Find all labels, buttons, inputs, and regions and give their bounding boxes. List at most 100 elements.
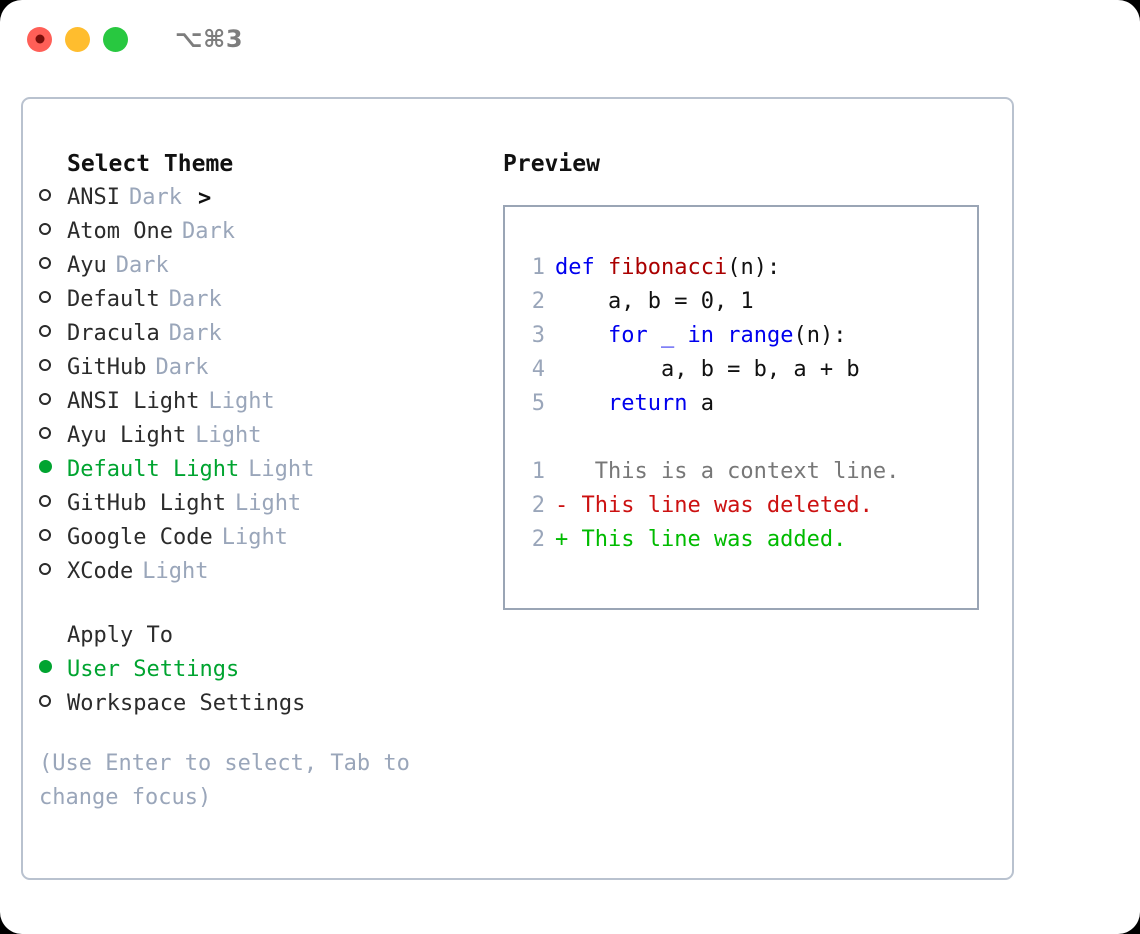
minimize-button[interactable]	[65, 26, 90, 52]
radio-unselected-icon[interactable]	[39, 215, 67, 249]
code-token-kw: def	[555, 255, 608, 280]
diff-line: 2 + This line was added.	[517, 523, 977, 557]
code-diff-separator	[517, 421, 977, 455]
theme-kind-badge: Light	[248, 457, 315, 482]
code-token-plain: a, b = b, a + b	[555, 357, 860, 382]
theme-name: ANSI Light	[67, 389, 200, 414]
radio-unselected-icon[interactable]	[39, 555, 67, 589]
theme-name: Google Code	[67, 525, 213, 550]
code-token-kw: range	[727, 323, 794, 348]
theme-kind-badge: Light	[221, 525, 288, 550]
line-number: 4	[531, 357, 545, 382]
code-token-plain	[555, 323, 608, 348]
radio-unselected-icon[interactable]	[39, 419, 67, 453]
line-number: 2	[531, 493, 545, 518]
radio-unselected-icon[interactable]	[39, 487, 67, 521]
radio-unselected-icon[interactable]	[39, 385, 67, 419]
select-theme-header: > Select Theme	[39, 147, 493, 211]
theme-name: Default	[67, 287, 160, 312]
code-token-plain: (n):	[727, 255, 781, 280]
theme-name: Ayu Light	[67, 423, 187, 448]
theme-name: GitHub Light	[67, 491, 226, 516]
theme-list-item[interactable]: Default Light Light	[39, 453, 493, 487]
code-line: 5 return a	[517, 387, 977, 421]
line-number: 2	[531, 289, 545, 314]
theme-name: Default Light	[67, 457, 240, 482]
theme-kind-badge: Light	[234, 491, 302, 516]
theme-list-item[interactable]: Google Code Light	[39, 521, 493, 555]
code-text: a, b = 0, 1	[555, 285, 754, 319]
theme-list-item[interactable]: Default Dark	[39, 283, 493, 317]
theme-kind-badge: Dark	[128, 185, 182, 210]
radio-unselected-icon[interactable]	[39, 249, 67, 283]
theme-name: Atom One	[67, 219, 173, 244]
code-text: def fibonacci(n):	[555, 251, 780, 285]
diff-text-ctx: This is a context line.	[555, 459, 900, 484]
code-line: 2 a, b = 0, 1	[517, 285, 977, 319]
theme-list-item[interactable]: GitHub Light Light	[39, 487, 493, 521]
diff-sample: 1 This is a context line. 2 - This line wa…	[517, 455, 977, 557]
radio-unselected-icon[interactable]	[39, 351, 67, 385]
radio-unselected-icon[interactable]	[39, 181, 67, 215]
theme-kind-badge: Light	[208, 389, 275, 414]
theme-list-item[interactable]: XCode Light	[39, 555, 493, 589]
theme-list-item[interactable]: ANSI Dark	[39, 181, 493, 215]
apply-to-option[interactable]: Workspace Settings	[39, 687, 493, 721]
radio-unselected-icon[interactable]	[39, 687, 67, 721]
radio-unselected-icon[interactable]	[39, 283, 67, 317]
theme-name: GitHub	[67, 355, 147, 380]
code-line: 4 a, b = b, a + b	[517, 353, 977, 387]
code-token-kw: return	[607, 391, 688, 416]
theme-kind-badge: Dark	[155, 355, 209, 380]
code-token-plain: a	[687, 391, 714, 416]
apply-to-option[interactable]: User Settings	[39, 653, 493, 687]
theme-kind-badge: Dark	[168, 287, 222, 312]
theme-list-item[interactable]: Ayu Light Light	[39, 419, 493, 453]
diff-text-del: - This line was deleted.	[555, 493, 873, 518]
radio-selected-icon[interactable]	[39, 453, 67, 487]
apply-to-label: Workspace Settings	[67, 691, 306, 716]
theme-list-item[interactable]: ANSI Light Light	[39, 385, 493, 419]
code-token-plain: (n):	[793, 323, 847, 348]
code-text: a, b = b, a + b	[555, 353, 860, 387]
maximize-button[interactable]	[103, 26, 128, 52]
diff-line: 1 This is a context line.	[517, 455, 977, 489]
diff-line: 2 - This line was deleted.	[517, 489, 977, 523]
radio-selected-icon[interactable]	[39, 653, 67, 687]
line-number: 1	[531, 255, 545, 280]
line-number: 5	[531, 391, 545, 416]
diff-text-add: + This line was added.	[555, 527, 847, 552]
code-text: for _ in range(n):	[555, 319, 846, 353]
theme-kind-badge: Dark	[115, 253, 169, 278]
code-token-fn: fibonacci	[607, 255, 728, 280]
radio-unselected-icon[interactable]	[39, 521, 67, 555]
theme-name: ANSI	[67, 185, 120, 210]
line-number: 2	[531, 527, 545, 552]
title-bar: ⌥⌘3	[0, 0, 1140, 78]
apply-to-header: Apply To	[67, 623, 173, 648]
close-button[interactable]	[27, 26, 52, 52]
code-line: 1 def fibonacci(n):	[517, 251, 977, 285]
radio-unselected-icon[interactable]	[39, 317, 67, 351]
theme-kind-badge: Light	[142, 559, 209, 584]
line-number: 1	[531, 459, 545, 484]
theme-name: XCode	[67, 559, 134, 584]
code-token-kw: _	[647, 323, 688, 348]
theme-list-item[interactable]: GitHub Dark	[39, 351, 493, 385]
window-title-shortcut: ⌥⌘3	[175, 25, 244, 53]
keyboard-hint-text: (Use Enter to select, Tab to change focu…	[39, 751, 410, 810]
apply-to-label: User Settings	[67, 657, 240, 682]
theme-kind-badge: Light	[195, 423, 262, 448]
traffic-light-group	[27, 26, 128, 52]
code-token-plain	[555, 391, 608, 416]
